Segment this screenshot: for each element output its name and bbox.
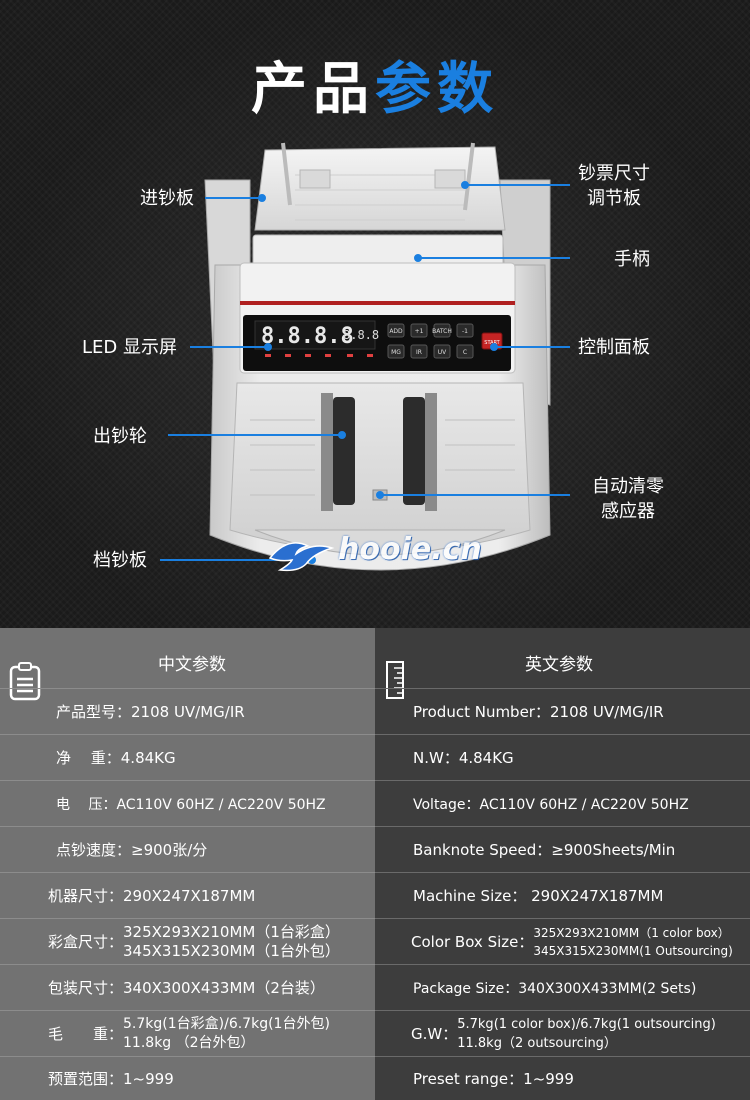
panel-button-label: IR [416, 349, 422, 356]
spec-cn-package-size: 包装尺寸：340X300X433MM（2台装） [48, 979, 325, 997]
spec-en-colorbox-line1: 325X293X210MM（1 color box） [533, 925, 730, 940]
spec-en-model: Product Number：2108 UV/MG/IR [413, 703, 664, 721]
spec-en-package-size: Package Size：340X300X433MM(2 Sets) [413, 980, 697, 997]
spec-en-gross-label: G.W： [411, 1025, 458, 1043]
spec-row: 包装尺寸：340X300X433MM（2台装） [0, 964, 375, 1010]
banknote-counter-image: 8.8.8.8 8.8.8 ADD +1 BATCH -1 MG IR UV C [204, 142, 551, 571]
panel-button-label: C [463, 349, 467, 356]
title-white-part: 产品 [251, 57, 375, 122]
spec-row: 产品型号：2108 UV/MG/IR [0, 688, 375, 734]
spec-en-machine-size: Machine Size： 290X247X187MM [413, 887, 664, 905]
callout-led-display: LED 显示屏 [82, 337, 177, 358]
spec-en-colorbox-label: Color Box Size： [411, 933, 534, 951]
spec-en-net-weight: N.W：4.84KG [413, 749, 514, 767]
spec-row: 电 压：AC110V 60HZ / AC220V 50HZ [0, 780, 375, 826]
callout-auto-clear-sensor: 自动清零 感应器 [592, 474, 664, 524]
spec-row: Product Number：2108 UV/MG/IR [375, 688, 750, 734]
watermark-text: hooie.cn [338, 532, 482, 567]
spec-cn-colorbox-label: 彩盒尺寸： [48, 933, 124, 951]
spec-cn-speed: 点钞速度：≥900张/分 [56, 841, 208, 859]
spec-row: Machine Size： 290X247X187MM [375, 872, 750, 918]
callout-handle: 手柄 [614, 249, 650, 270]
panel-button-label: MG [391, 349, 401, 356]
callout-auto-clear-line1: 自动清零 [592, 476, 664, 497]
spec-row: Color Box Size： 325X293X210MM（1 color bo… [375, 918, 750, 964]
clipboard-icon [9, 662, 41, 701]
start-button-label: START [484, 340, 500, 346]
spec-row: 净 重：4.84KG [0, 734, 375, 780]
spec-column-cn: 中文参数 产品型号：2108 UV/MG/IR 净 重：4.84KG 电 压：A… [0, 628, 375, 1100]
spec-cn-colorbox-line2: 345X315X230MM（1台外包） [123, 941, 340, 960]
spec-en-voltage: Voltage：AC110V 60HZ / AC220V 50HZ [413, 796, 689, 813]
spec-en-heading: 英文参数 [525, 655, 593, 675]
spec-row: 毛 重： 5.7kg(1台彩盒)/6.7kg(1台外包) 11.8kg （2台外… [0, 1010, 375, 1056]
panel-button-label: ADD [389, 328, 403, 335]
spec-en-gross-line2: 11.8kg（2 outsourcing） [457, 1035, 617, 1051]
callout-output-wheel: 出钞轮 [93, 426, 147, 447]
callout-control-panel: 控制面板 [578, 337, 650, 358]
product-hero: 产品参数 [0, 0, 750, 628]
spec-row: 点钞速度：≥900张/分 [0, 826, 375, 872]
panel-button-label: BATCH [432, 328, 452, 335]
spec-cn-net-weight: 净 重：4.84KG [56, 749, 176, 767]
spec-row: 彩盒尺寸： 325X293X210MM（1台彩盒） 345X315X230MM（… [0, 918, 375, 964]
spec-cn-colorbox-line1: 325X293X210MM（1台彩盒） [123, 922, 340, 941]
spec-row: Package Size：340X300X433MM(2 Sets) [375, 964, 750, 1010]
title-blue-part: 参数 [375, 57, 499, 122]
spec-row: N.W：4.84KG [375, 734, 750, 780]
callout-size-adjust: 钞票尺寸 调节板 [578, 161, 650, 211]
callout-size-adjust-line1: 钞票尺寸 [578, 163, 650, 184]
spec-cn-voltage: 电 压：AC110V 60HZ / AC220V 50HZ [56, 796, 326, 813]
spec-table: 中文参数 产品型号：2108 UV/MG/IR 净 重：4.84KG 电 压：A… [0, 628, 750, 1100]
bird-logo-icon [268, 542, 335, 572]
callout-auto-clear-line2: 感应器 [601, 501, 655, 522]
spec-en-gross-line1: 5.7kg(1 color box)/6.7kg(1 outsourcing) [457, 1016, 716, 1032]
svg-text:8.8.8.8: 8.8.8.8 [261, 324, 354, 349]
spec-cn-machine-size: 机器尺寸：290X247X187MM [48, 887, 256, 905]
ruler-icon [386, 661, 404, 699]
spec-cn-preset-range: 预置范围：1~999 [48, 1070, 174, 1088]
spec-row: Banknote Speed：≥900Sheets/Min [375, 826, 750, 872]
spec-row: 机器尺寸：290X247X187MM [0, 872, 375, 918]
spec-cn-gross-line2: 11.8kg （2台外包） [123, 1034, 255, 1051]
spec-row: G.W： 5.7kg(1 color box)/6.7kg(1 outsourc… [375, 1010, 750, 1056]
spec-row: Voltage：AC110V 60HZ / AC220V 50HZ [375, 780, 750, 826]
callout-stacker: 档钞板 [93, 550, 147, 571]
callout-lines [160, 181, 570, 564]
callout-size-adjust-line2: 调节板 [587, 188, 641, 209]
watermark: hooie.cn [268, 528, 518, 578]
spec-cn-gross-line1: 5.7kg(1台彩盒)/6.7kg(1台外包) [123, 1015, 330, 1032]
panel-button-label: +1 [415, 328, 424, 335]
panel-button-label: -1 [462, 328, 468, 335]
spec-row: Preset range：1~999 [375, 1056, 750, 1100]
spec-cn-heading: 中文参数 [158, 655, 226, 675]
spec-row: 预置范围：1~999 [0, 1056, 375, 1100]
spec-en-preset-range: Preset range：1~999 [413, 1070, 574, 1088]
spec-en-speed: Banknote Speed：≥900Sheets/Min [413, 841, 676, 859]
spec-en-colorbox-line2: 345X315X230MM(1 Outsourcing) [533, 943, 733, 958]
callout-feed-board: 进钞板 [140, 188, 194, 209]
spec-cn-gross-label: 毛 重： [48, 1025, 124, 1043]
spec-column-en: 英文参数 Product Number：2108 UV/MG/IR N.W：4.… [375, 628, 750, 1100]
panel-button-label: UV [438, 349, 447, 356]
svg-text:8.8.8: 8.8.8 [343, 328, 379, 342]
spec-cn-model: 产品型号：2108 UV/MG/IR [56, 703, 245, 721]
page-title: 产品参数 [0, 44, 750, 125]
